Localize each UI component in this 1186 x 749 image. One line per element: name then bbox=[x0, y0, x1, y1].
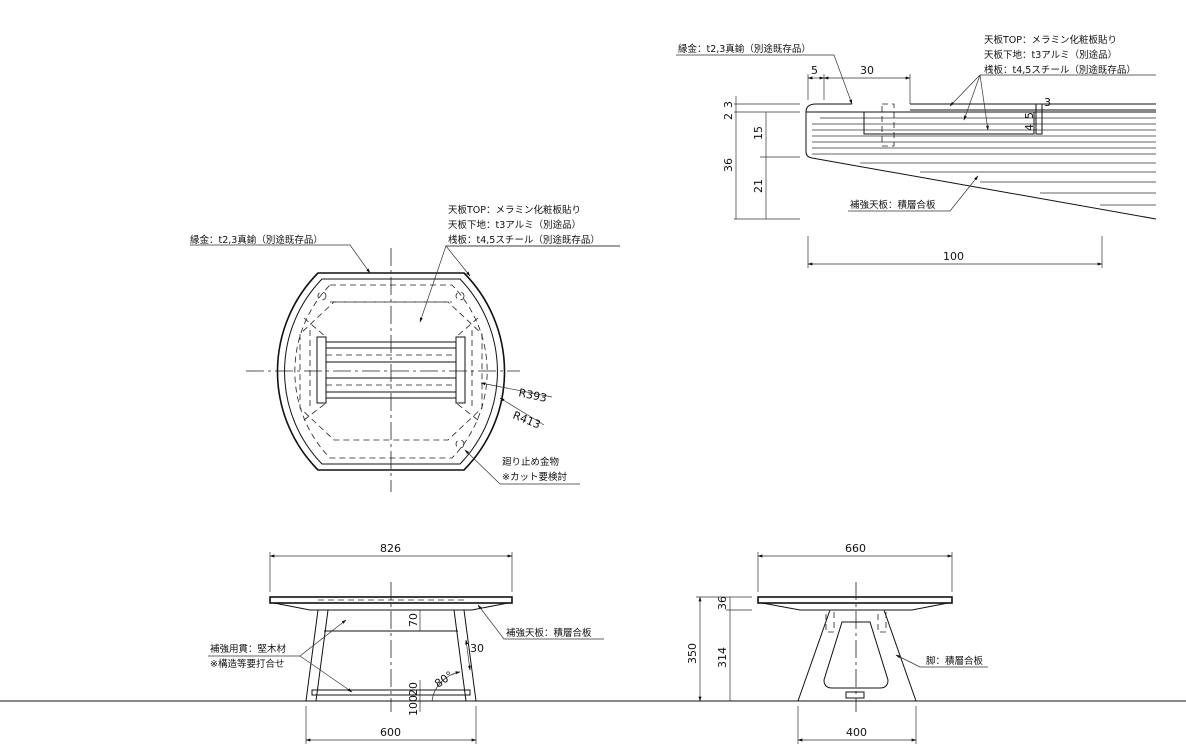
detail-section: 5 30 2 3 15 36 21 4 5 3 100 縁金：t2,3真鍮（別途… bbox=[676, 34, 1157, 268]
radius-413-label: R413 bbox=[511, 409, 542, 432]
detail-dim-2: 2 bbox=[722, 113, 735, 120]
front-reinforce-plate-label: 補強天板：積層合板 bbox=[506, 627, 592, 639]
plan-stop-fitting bbox=[455, 291, 465, 301]
plan-top-surface-label: 天板TOP：メラミン化粧板貼り bbox=[448, 204, 581, 216]
front-dim-826: 826 bbox=[380, 542, 401, 555]
plan-frame-dashed bbox=[299, 301, 483, 441]
front-angle-80: 80° bbox=[432, 669, 455, 691]
detail-dim-100: 100 bbox=[943, 250, 964, 263]
side-leg-panel bbox=[797, 609, 917, 702]
radius-393-label: R393 bbox=[517, 386, 548, 405]
detail-dim-15: 15 bbox=[752, 126, 765, 140]
plan-top-base-label: 天板下地：t3アルミ（別途品） bbox=[448, 219, 581, 231]
plan-leg-left bbox=[316, 336, 327, 404]
side-leg-cutout bbox=[823, 621, 889, 689]
detail-top-surface-label: 天板TOP：メラミン化粧板貼り bbox=[984, 34, 1117, 46]
plan-dashed-outline bbox=[294, 284, 488, 459]
detail-dim-3b: 3 bbox=[1044, 96, 1051, 109]
detail-edge-trim-label: 縁金：t2,3真鍮（別途既存品） bbox=[678, 43, 811, 55]
front-reinforce-material-label: 補強用貫：堅木材 bbox=[210, 643, 287, 655]
front-stretcher bbox=[311, 689, 471, 696]
plan-inner-rim bbox=[284, 278, 498, 465]
side-dim-400: 400 bbox=[846, 726, 867, 739]
detail-frame-plate bbox=[863, 111, 1035, 135]
detail-reinforce-plate-label: 補強天板：積層合板 bbox=[850, 199, 936, 211]
plan-edge-trim-label: 縁金：t2,3真鍮（別途既存品） bbox=[190, 234, 323, 246]
side-elevation: 660 400 350 36 314 脚：積層合板 bbox=[686, 542, 988, 744]
plan-frame-plate-label: 桟板：t4,5スチール（別途既存品） bbox=[448, 234, 600, 246]
front-dim-20: 20 bbox=[407, 682, 420, 696]
detail-dim-21: 21 bbox=[752, 179, 765, 193]
detail-bolt bbox=[881, 103, 895, 147]
detail-dim-4: 4 bbox=[1023, 124, 1036, 131]
side-leg-label: 脚：積層合板 bbox=[926, 655, 984, 667]
side-tabletop bbox=[757, 596, 953, 604]
front-dim-600: 600 bbox=[380, 726, 401, 739]
detail-dim-5: 5 bbox=[811, 64, 818, 77]
detail-dim-3: 3 bbox=[722, 101, 735, 108]
plan-outer-rim bbox=[276, 272, 506, 471]
side-dim-314: 314 bbox=[716, 647, 729, 668]
side-dim-350: 350 bbox=[686, 643, 699, 664]
plan-leg-right bbox=[455, 336, 466, 404]
detail-dim-5b: 5 bbox=[1023, 112, 1036, 119]
front-dim-30: 30 bbox=[470, 642, 484, 655]
front-dim-100: 100 bbox=[407, 695, 420, 716]
front-elevation: 826 600 70 20 100 30 80° 補強用貫：堅木材 ※構造等要打… bbox=[208, 542, 604, 744]
rotation-stop-note: ※カット要検討 bbox=[502, 471, 567, 483]
detail-top-base-label: 天板下地：t3アルミ（別途品） bbox=[984, 49, 1117, 61]
front-leg-left bbox=[305, 609, 329, 702]
front-leg-right bbox=[453, 609, 477, 702]
detail-dim-36: 36 bbox=[722, 158, 735, 172]
front-reinforce-material-note: ※構造等要打合せ bbox=[210, 658, 284, 670]
detail-dim-30: 30 bbox=[860, 64, 874, 77]
plan-view: R393 R413 縁金：t2,3真鍮（別途既存品） 天板TOP：メラミン化粧板… bbox=[190, 204, 620, 492]
front-dim-70: 70 bbox=[407, 613, 420, 627]
detail-frame-plate-label: 桟板：t4,5スチール（別途既存品） bbox=[984, 64, 1136, 76]
rotation-stop-label: 廻り止め金物 bbox=[502, 456, 560, 468]
side-dim-660: 660 bbox=[845, 542, 866, 555]
side-dim-36: 36 bbox=[716, 596, 729, 610]
